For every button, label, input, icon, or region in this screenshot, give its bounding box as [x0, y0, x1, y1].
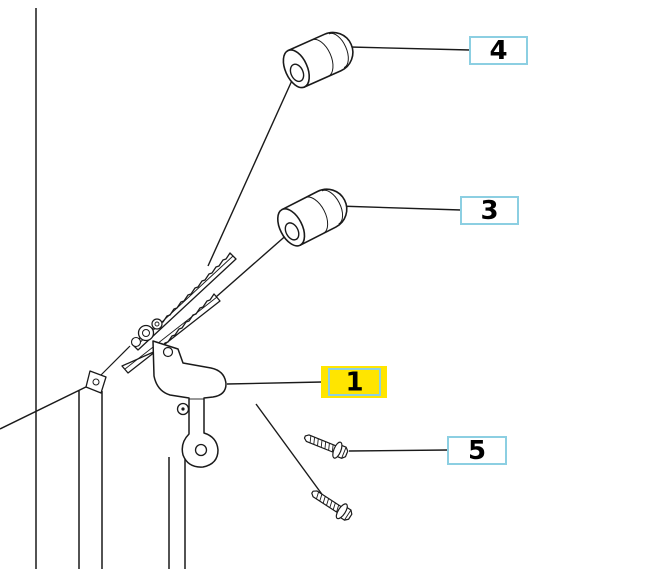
callout-label-3: 3 — [480, 196, 498, 226]
frame-edge-lines — [0, 8, 186, 569]
callout-box-5[interactable] — [447, 436, 507, 465]
lever-arm-lower-inner-line — [124, 296, 218, 370]
screw-part5-b — [307, 484, 356, 525]
callout-lines — [207, 46, 471, 509]
assembly-line-bushing3 — [215, 231, 291, 298]
callout-labels: 4 3 1 5 — [321, 36, 528, 466]
callout-box-4[interactable] — [469, 36, 528, 65]
callout-label-1: 1 — [345, 368, 363, 398]
leader-line-part3 — [337, 205, 462, 211]
bracket-hole-lower — [194, 443, 208, 457]
leader-line-part1 — [226, 381, 323, 385]
bracket-outline — [152, 340, 227, 468]
assembly-line-screws — [255, 403, 333, 509]
screw-part5-a — [301, 428, 351, 463]
bushing-part4 — [277, 25, 361, 93]
callout-box-1[interactable] — [328, 368, 381, 396]
assembly-line-bushing4 — [207, 75, 295, 267]
pivot-spacer — [130, 336, 142, 348]
leader-line-part4 — [349, 46, 471, 51]
pivot-bolt-inner — [142, 329, 150, 337]
bracket-lug-bolt — [162, 346, 174, 358]
callout-box-3[interactable] — [460, 196, 519, 225]
pivot-washer-inner — [154, 321, 160, 327]
callout-label-4: 4 — [489, 36, 507, 66]
leader-line-part5 — [348, 449, 449, 452]
bushing-part3 — [271, 181, 355, 251]
callout-highlight-1 — [321, 366, 387, 398]
pivot-link-line — [100, 345, 131, 376]
lever-foot-pin — [92, 378, 100, 386]
callout-label-5: 5 — [468, 436, 486, 466]
bracket-hole-upper-center — [181, 407, 185, 411]
mounting-bracket-part1 — [152, 340, 227, 468]
lever-assembly — [85, 252, 237, 394]
